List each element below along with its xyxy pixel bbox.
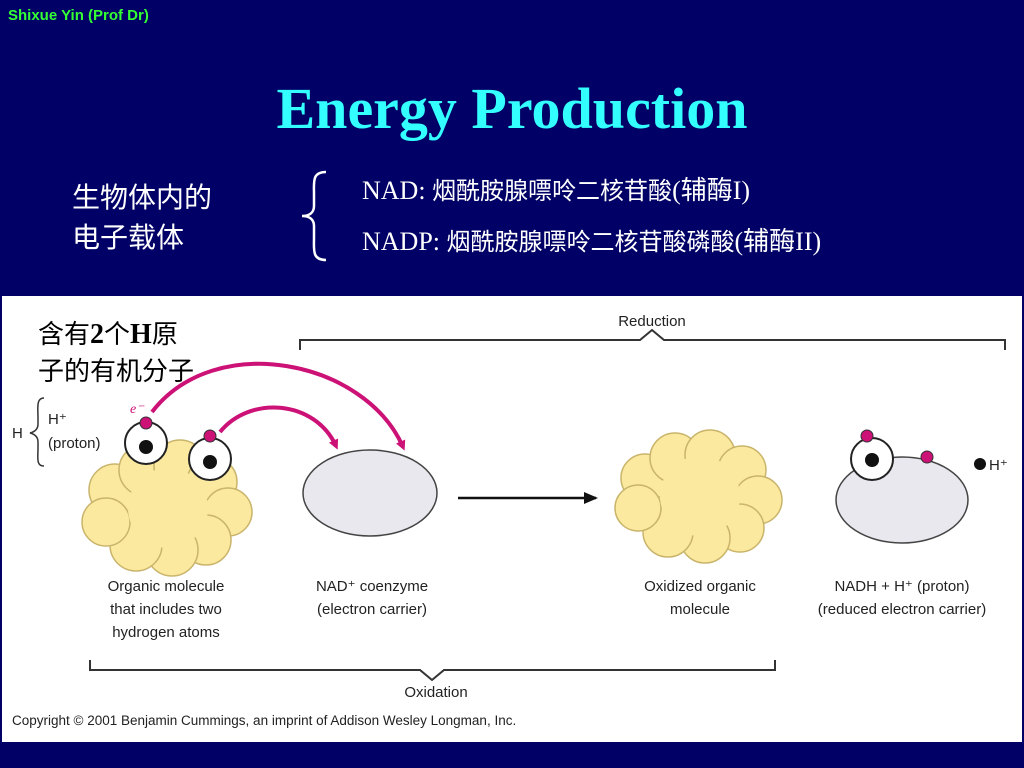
nad-abbr: NAD: xyxy=(362,176,433,205)
oxidized-label-line1: Oxidized organic xyxy=(644,578,756,595)
nad-note: (辅酶I) xyxy=(672,176,751,205)
curly-brace-icon xyxy=(301,170,327,262)
hydrogen-atom-1 xyxy=(124,416,168,465)
organic-label-line1: Organic molecule xyxy=(108,578,225,595)
nadh-label-line1: NADH + H⁺ (proton) xyxy=(834,578,969,595)
proton-brace-icon xyxy=(29,397,45,467)
nadh-electron-dot xyxy=(920,450,934,464)
slide-title: Energy Production xyxy=(276,76,748,141)
electron-carrier-label: 生物体内的 电子载体 xyxy=(72,178,212,258)
nadp-abbr: NADP: xyxy=(362,227,447,256)
nadh-label-line2: (reduced electron carrier) xyxy=(818,601,986,618)
h-plus-label: H⁺ xyxy=(48,411,67,428)
electron-transfer-arrow-inner xyxy=(218,405,339,450)
organic-label-line2: that includes two xyxy=(110,601,222,618)
organic-label-line3: hydrogen atoms xyxy=(112,624,220,641)
carrier-label-line2: 电子载体 xyxy=(72,221,185,254)
h-label: H xyxy=(12,425,23,442)
oxidation-bracket xyxy=(89,660,776,682)
carrier-label-line1: 生物体内的 xyxy=(72,181,213,214)
electron-label: e⁻ xyxy=(130,402,145,417)
oxidized-label-line2: molecule xyxy=(670,601,730,618)
nadp-name: 烟酰胺腺嘌呤二核苷酸磷酸 xyxy=(446,228,735,256)
oxidation-label: Oxidation xyxy=(404,684,467,701)
nad-coenzyme-oval xyxy=(302,449,438,537)
electron-transfer-arrow-outer xyxy=(150,361,406,451)
reduction-label: Reduction xyxy=(618,313,686,330)
hydrogen-atom-2 xyxy=(188,429,232,481)
nadp-note: (辅酶II) xyxy=(734,227,822,256)
author-label: Shixue Yin (Prof Dr) xyxy=(8,7,149,24)
free-proton-dot xyxy=(974,458,986,470)
free-proton-label: H⁺ xyxy=(989,457,1008,474)
nadp-definition: NADP: 烟酰胺腺嘌呤二核苷酸磷酸(辅酶II) xyxy=(362,221,821,258)
hydrogen-molecule-note: 含有2个H原 子的有机分子 xyxy=(38,316,194,391)
nad-definition: NAD: 烟酰胺腺嘌呤二核苷酸(辅酶I) xyxy=(362,170,750,207)
nad-label-line1: NAD⁺ coenzyme xyxy=(316,578,428,595)
nad-label-line2: (electron carrier) xyxy=(317,601,427,618)
reduction-bracket xyxy=(299,328,1006,350)
note-line2: 子的有机分子 xyxy=(38,357,195,387)
nadh-hydrogen-atom xyxy=(850,429,894,481)
proton-label: (proton) xyxy=(48,435,101,452)
nad-name: 烟酰胺腺嘌呤二核苷酸 xyxy=(432,177,673,205)
note-line1: 含有2个H原 xyxy=(38,319,178,350)
copyright-label: Copyright © 2001 Benjamin Cummings, an i… xyxy=(12,713,516,728)
oxidized-molecule-cloud xyxy=(614,429,783,564)
